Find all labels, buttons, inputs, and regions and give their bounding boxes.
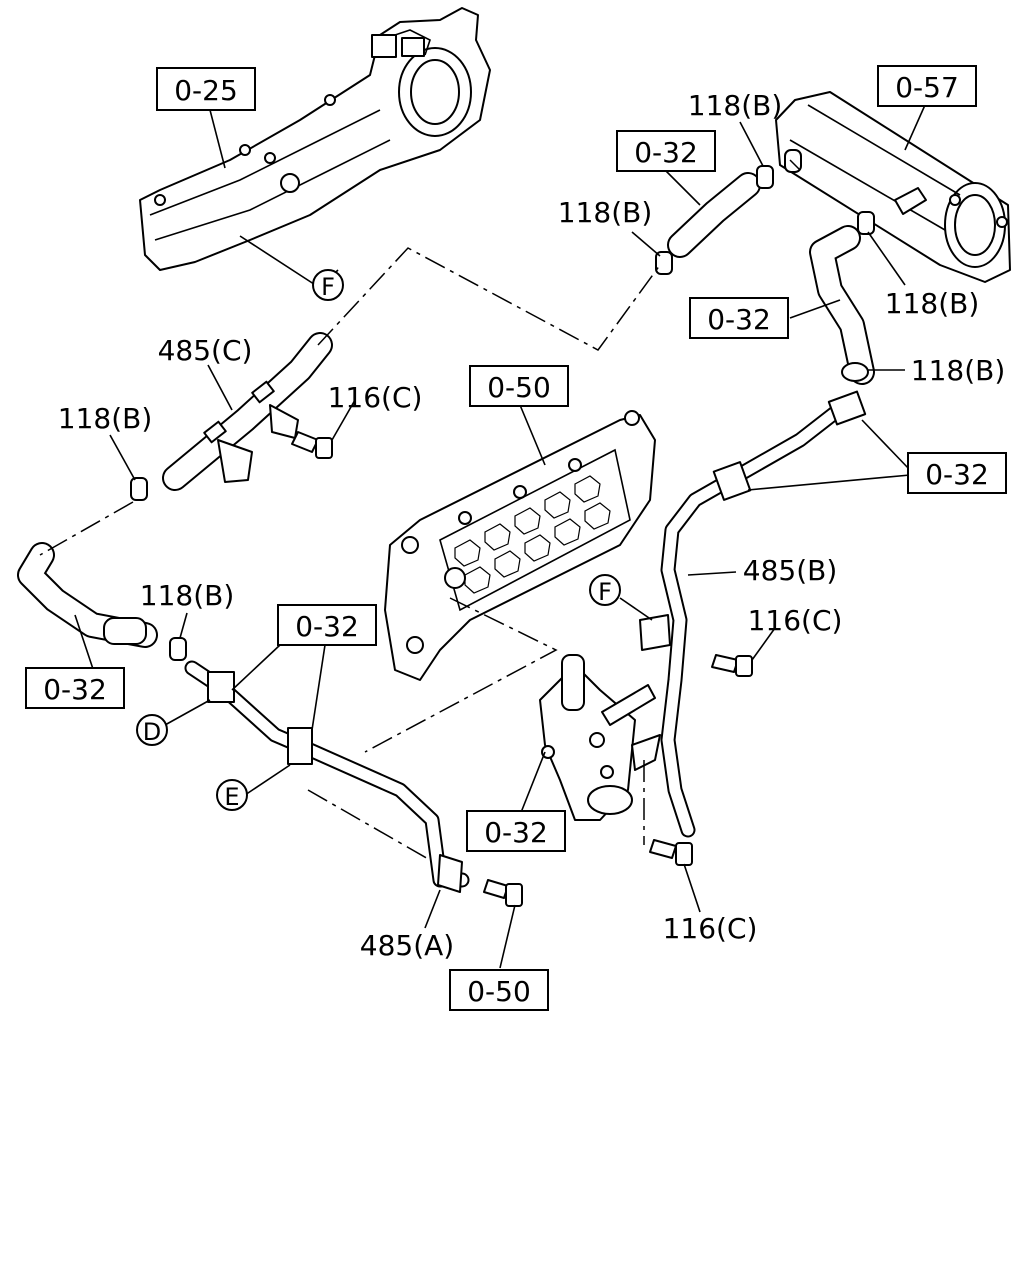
ref-box-bracket-center: 0-32 — [277, 604, 377, 646]
marker-f-right: F — [589, 574, 621, 606]
callout-clamp-top: 118(B) — [688, 89, 783, 122]
svg-text:E: E — [224, 783, 239, 811]
egr-pipe — [775, 91, 1011, 283]
svg-text:0-32: 0-32 — [43, 673, 107, 706]
callout-clamp-left: 118(B) — [58, 402, 153, 435]
svg-text:0-50: 0-50 — [487, 371, 551, 404]
hose-left — [17, 542, 158, 648]
callout-clamp-right-upper: 118(B) — [885, 287, 980, 320]
intake-manifold — [139, 7, 491, 289]
ref-box-cooler: 0-50 — [469, 365, 569, 407]
marker-f-top: F — [312, 269, 344, 301]
svg-text:0-57: 0-57 — [895, 71, 959, 104]
callout-clamp-right-lower: 118(B) — [911, 354, 1006, 387]
ref-box-hose-top: 0-32 — [616, 130, 716, 172]
marker-d: D — [136, 714, 168, 746]
callout-bolt-116c-lower: 116(C) — [663, 912, 758, 945]
callout-bolt-116c-upper: 116(C) — [328, 381, 423, 414]
hose-top — [667, 172, 761, 258]
callout-pipe-485b: 485(B) — [743, 554, 838, 587]
svg-text:0-32: 0-32 — [484, 816, 548, 849]
pipe-485a — [184, 660, 470, 893]
bolts — [291, 431, 753, 907]
egr-cooler — [384, 410, 656, 681]
ref-box-egr-pipe: 0-57 — [877, 65, 977, 107]
thermostat-housing — [539, 654, 661, 821]
callout-clamp-upper-mid: 118(B) — [558, 196, 653, 229]
ref-box-hose-right: 0-32 — [689, 297, 789, 339]
callout-pipe-485c: 485(C) — [158, 334, 253, 367]
ref-box-bolt-bottom: 0-50 — [449, 969, 549, 1011]
callout-bolt-116c-right: 116(C) — [748, 604, 843, 637]
svg-text:F: F — [598, 578, 612, 606]
svg-text:0-32: 0-32 — [634, 136, 698, 169]
svg-text:F: F — [321, 273, 335, 301]
callout-clamp-left-lower: 118(B) — [140, 579, 235, 612]
callout-pipe-485a: 485(A) — [360, 929, 454, 962]
pipe-485b — [639, 390, 867, 838]
svg-text:0-32: 0-32 — [295, 610, 359, 643]
marker-e: E — [216, 779, 248, 811]
svg-text:0-32: 0-32 — [707, 303, 771, 336]
svg-text:0-50: 0-50 — [467, 975, 531, 1008]
clamps — [130, 165, 875, 661]
ref-box-thermostat: 0-32 — [466, 810, 566, 852]
ref-box-intake-manifold: 0-25 — [156, 67, 256, 111]
ref-box-bracket-right: 0-32 — [907, 452, 1007, 494]
hose-right — [809, 225, 875, 385]
svg-text:0-32: 0-32 — [925, 458, 989, 491]
leader-lines — [74, 104, 926, 969]
ref-box-hose-left: 0-32 — [25, 667, 125, 709]
svg-text:D: D — [143, 718, 161, 746]
svg-text:0-25: 0-25 — [174, 74, 238, 107]
connector-lines — [39, 159, 801, 861]
